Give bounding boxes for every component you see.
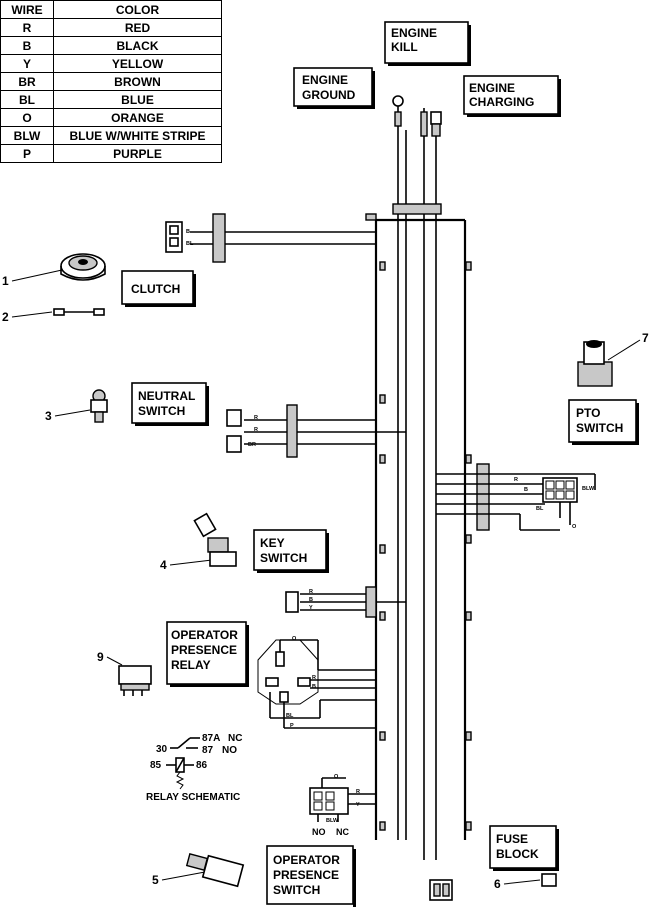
clutch-connector-branch: B BL — [165, 213, 376, 263]
key-switch-line2: SWITCH — [260, 551, 307, 565]
wire-label: R — [312, 675, 316, 681]
clutch-label: CLUTCH — [121, 270, 196, 307]
pin-85: 85 — [150, 760, 162, 771]
pto-switch-connector-branch: R B BL BLW O — [436, 463, 596, 531]
engine-charging-label: ENGINE CHARGING — [463, 75, 561, 117]
fuse-block-part — [541, 873, 557, 887]
clutch-line1: CLUTCH — [131, 282, 180, 296]
engine-charging-terminal — [430, 111, 442, 137]
wire-label: R — [356, 789, 360, 795]
clutch-part — [60, 253, 106, 281]
callout-9: 9 — [97, 650, 104, 664]
engine-ground-label: ENGINE GROUND — [293, 67, 375, 109]
neutral-switch-line2: SWITCH — [138, 404, 185, 418]
op-switch-line2: PRESENCE — [273, 868, 339, 882]
operator-switch-part — [185, 853, 245, 888]
wire-label: R — [309, 589, 313, 595]
inline-fuse-part — [53, 308, 105, 316]
legend-code: BR — [0, 72, 54, 91]
engine-kill-label: ENGINE KILL — [384, 21, 471, 66]
pto-switch-line2: SWITCH — [576, 421, 623, 435]
pto-switch-label: PTO SWITCH — [568, 399, 639, 445]
wire-label: R — [514, 477, 518, 483]
callout-4: 4 — [160, 558, 167, 572]
relay-label-line3: RELAY — [171, 658, 211, 672]
key-switch-part — [193, 512, 237, 567]
op-switch-line3: SWITCH — [273, 883, 320, 897]
wire-label: R — [254, 427, 258, 433]
wire-label: B — [309, 597, 313, 603]
engine-kill-line2: KILL — [391, 40, 418, 54]
wire-label: O — [292, 636, 297, 642]
engine-charging-line2: CHARGING — [469, 95, 534, 109]
neutral-switch-connector-branch: R R BR — [226, 404, 406, 458]
pto-switch-part — [577, 340, 613, 387]
wire-label: B — [186, 229, 190, 235]
callout-3: 3 — [45, 409, 52, 423]
main-harness — [365, 130, 472, 860]
wire-label: B — [524, 487, 528, 493]
key-switch-line1: KEY — [260, 536, 285, 550]
legend-color: PURPLE — [53, 144, 222, 163]
neutral-switch-label: NEUTRAL SWITCH — [131, 382, 209, 426]
wire-label: Y — [309, 605, 313, 611]
engine-kill-terminal — [420, 108, 428, 137]
wire-label: BL — [536, 506, 544, 512]
neutral-switch-part — [90, 389, 108, 423]
legend-code: BLW — [0, 126, 54, 145]
callout-6: 6 — [494, 877, 501, 891]
engine-ground-terminal — [392, 95, 404, 130]
pin-87a: 87A — [202, 733, 220, 744]
relay-connector-branch: O R B BL P — [257, 636, 376, 729]
wire-label: B — [312, 684, 316, 690]
callouts: 1 2 3 4 5 6 7 9 — [2, 269, 649, 891]
pin-30: 30 — [156, 744, 168, 755]
engine-ground-line2: GROUND — [302, 88, 356, 102]
wire-label: BLW — [582, 486, 595, 492]
relay-label-line1: OPERATOR — [171, 628, 238, 642]
wire-label: O — [334, 774, 339, 780]
pin-87: 87 — [202, 745, 214, 756]
wire-label: P — [290, 723, 294, 729]
switch-no: NO — [312, 827, 326, 837]
fuse-block-line1: FUSE — [496, 832, 528, 846]
operator-switch-connector-branch: O R Y BLW NO NC — [309, 774, 376, 837]
key-switch-connector-branch: R B Y — [285, 586, 406, 618]
wire-label: BR — [248, 442, 256, 448]
fuse-block-line2: BLOCK — [496, 847, 539, 861]
engine-ground-line1: ENGINE — [302, 73, 348, 87]
fuse-block-connector — [429, 879, 453, 901]
relay-schematic: 30 87A NC 87 NO 85 86 RELAY SCHEMATIC — [146, 733, 242, 803]
pin-86: 86 — [196, 760, 208, 771]
neutral-switch-line1: NEUTRAL — [138, 389, 195, 403]
engine-kill-line1: ENGINE — [391, 26, 437, 40]
wire-label: BL — [186, 241, 194, 247]
wire-label: Y — [356, 802, 360, 808]
relay-nc: NC — [228, 733, 242, 744]
callout-7: 7 — [642, 331, 649, 345]
switch-nc: NC — [336, 827, 349, 837]
relay-schematic-title: RELAY SCHEMATIC — [146, 792, 240, 803]
fuse-block-label: FUSE BLOCK — [489, 825, 559, 871]
relay-label-line2: PRESENCE — [171, 643, 237, 657]
wire-label: R — [254, 415, 258, 421]
engine-charging-line1: ENGINE — [469, 81, 515, 95]
callout-1: 1 — [2, 274, 9, 288]
callout-5: 5 — [152, 873, 159, 887]
wire-label: BL — [286, 713, 294, 719]
wire-label: O — [572, 524, 577, 530]
relay-part — [118, 665, 152, 696]
operator-presence-relay-label: OPERATOR PRESENCE RELAY — [166, 621, 249, 687]
relay-no: NO — [222, 745, 237, 756]
key-switch-label: KEY SWITCH — [253, 529, 329, 573]
op-switch-line1: OPERATOR — [273, 853, 340, 867]
callout-2: 2 — [2, 310, 9, 324]
wire-label: BLW — [326, 818, 339, 824]
pto-switch-line1: PTO — [576, 406, 600, 420]
operator-presence-switch-label: OPERATOR PRESENCE SWITCH — [266, 845, 356, 907]
